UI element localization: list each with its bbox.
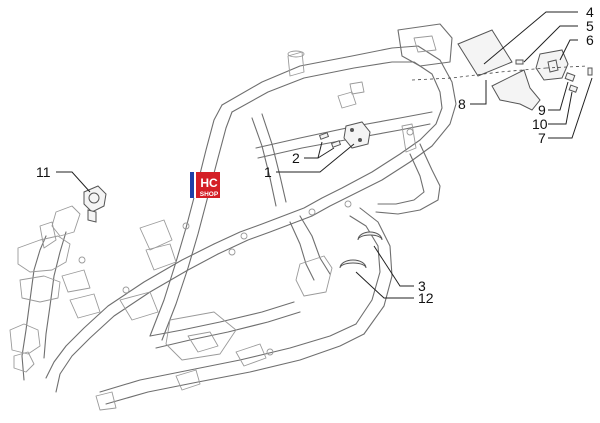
scooter-frame (9, 23, 457, 411)
badge-stripe-white (194, 172, 196, 198)
part-6-relay (535, 49, 569, 81)
badge-body (198, 172, 220, 198)
part-7-screw (587, 67, 593, 76)
badge-stripe-blue (190, 172, 194, 198)
callout-5: 5 (586, 18, 594, 34)
callout-10: 10 (532, 116, 548, 132)
part-11-ignition-lock (83, 185, 107, 223)
badge-text-bottom: SHOP (200, 191, 219, 198)
part-1-bracket (343, 121, 371, 149)
part-8-bracket (491, 69, 541, 111)
callout-9: 9 (538, 102, 546, 118)
callout-6: 6 (586, 32, 594, 48)
badge-text-top: HC (200, 176, 218, 190)
part-12-clamp (339, 259, 367, 269)
part-3-clamp (357, 231, 383, 241)
hc-shop-logo: HC SHOP (190, 172, 220, 198)
badge-stripe-red (196, 172, 198, 198)
callout-3: 3 (418, 278, 426, 294)
part-9-fitting (564, 72, 576, 82)
part-2-screws (318, 132, 342, 148)
part-10-fitting (568, 84, 579, 93)
callout-1: 1 (264, 164, 272, 180)
part-4-plate (457, 29, 513, 77)
callout-12: 12 (418, 290, 434, 306)
callout-8: 8 (458, 96, 466, 112)
leader-lines (56, 11, 593, 299)
callouts: 4 5 6 8 9 10 7 2 1 11 3 12 (36, 4, 594, 306)
callout-7: 7 (538, 130, 546, 146)
part-5-screw (515, 59, 524, 65)
callout-2: 2 (292, 150, 300, 166)
callout-11: 11 (36, 164, 51, 180)
callout-4: 4 (586, 4, 594, 20)
